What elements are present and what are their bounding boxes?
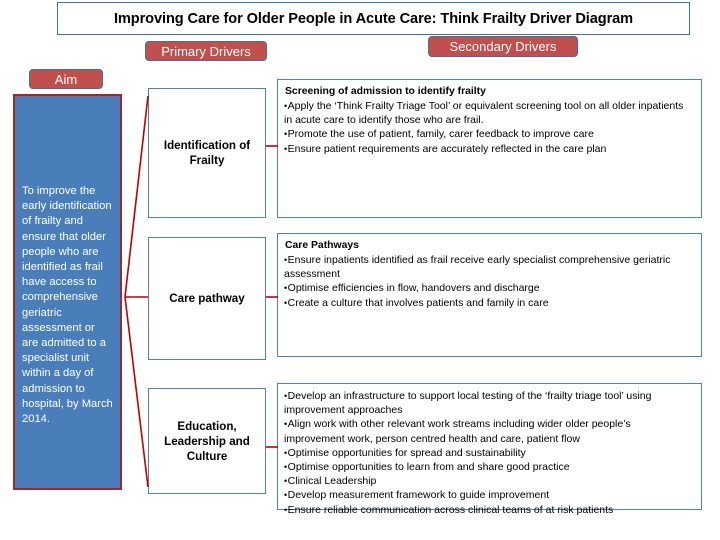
aim-label: Aim [29,69,103,89]
diagram-title-box: Improving Care for Older People in Acute… [57,2,690,35]
secondary-driver-box-3: Develop an infrastructure to support loc… [277,383,702,516]
aim-text: To improve the early identification of f… [22,185,113,426]
secondary-drivers-label: Secondary Drivers [428,36,578,57]
primary-driver-label-2: Care pathway [169,292,245,305]
primary-driver-label-1: Identification of Frailty [163,139,251,167]
secondary-driver-bullets-3: Develop an infrastructure to support loc… [284,389,694,517]
secondary-driver-heading-2: Care Pathways [285,240,359,251]
secondary-driver-bullets-2: Ensure inpatients identified as frail re… [284,253,694,310]
page-title: Improving Care for Older People in Acute… [113,10,634,27]
connector-aim-to-primary-3 [124,296,149,488]
bullet-item: Apply the ‘Think Frailty Triage Tool’ or… [284,99,694,127]
aim-label-text: Aim [54,71,78,87]
secondary-drivers-label-text: Secondary Drivers [449,39,557,54]
secondary-driver-bullets-1: Apply the ‘Think Frailty Triage Tool’ or… [284,99,694,156]
connector-aim-to-primary-1 [124,95,149,298]
bullet-item: Develop measurement framework to guide i… [284,488,694,502]
secondary-driver-box-2: Care Pathways Ensure inpatients identifi… [277,233,702,357]
primary-drivers-label: Primary Drivers [145,41,267,61]
bullet-item: Develop an infrastructure to support loc… [284,389,694,417]
primary-driver-box-2: Care pathway [148,237,266,360]
primary-drivers-label-text: Primary Drivers [161,43,251,59]
bullet-item: Promote the use of patient, family, care… [284,127,694,141]
bullet-item: Optimise efficiencies in flow, handovers… [284,281,694,295]
bullet-item: Create a culture that involves patients … [284,296,694,310]
bullet-item: Ensure reliable communication across cli… [284,503,694,517]
bullet-item: Ensure inpatients identified as frail re… [284,253,694,281]
primary-driver-box-3: Education, Leadership and Culture [148,388,266,494]
bullet-item: Optimise opportunities to learn from and… [284,460,694,474]
aim-to-primary-connectors [124,95,149,488]
secondary-driver-box-1: Screening of admission to identify frail… [277,79,702,218]
primary-driver-box-1: Identification of Frailty [148,88,266,218]
bullet-item: Align work with other relevant work stre… [284,417,694,445]
bullet-item: Optimise opportunities for spread and su… [284,446,694,460]
secondary-driver-heading-1: Screening of admission to identify frail… [285,86,486,97]
bullet-item: Clinical Leadership [284,474,694,488]
bullet-item: Ensure patient requirements are accurate… [284,142,694,156]
aim-box: To improve the early identification of f… [13,94,122,490]
primary-driver-label-3: Education, Leadership and Culture [164,419,250,463]
